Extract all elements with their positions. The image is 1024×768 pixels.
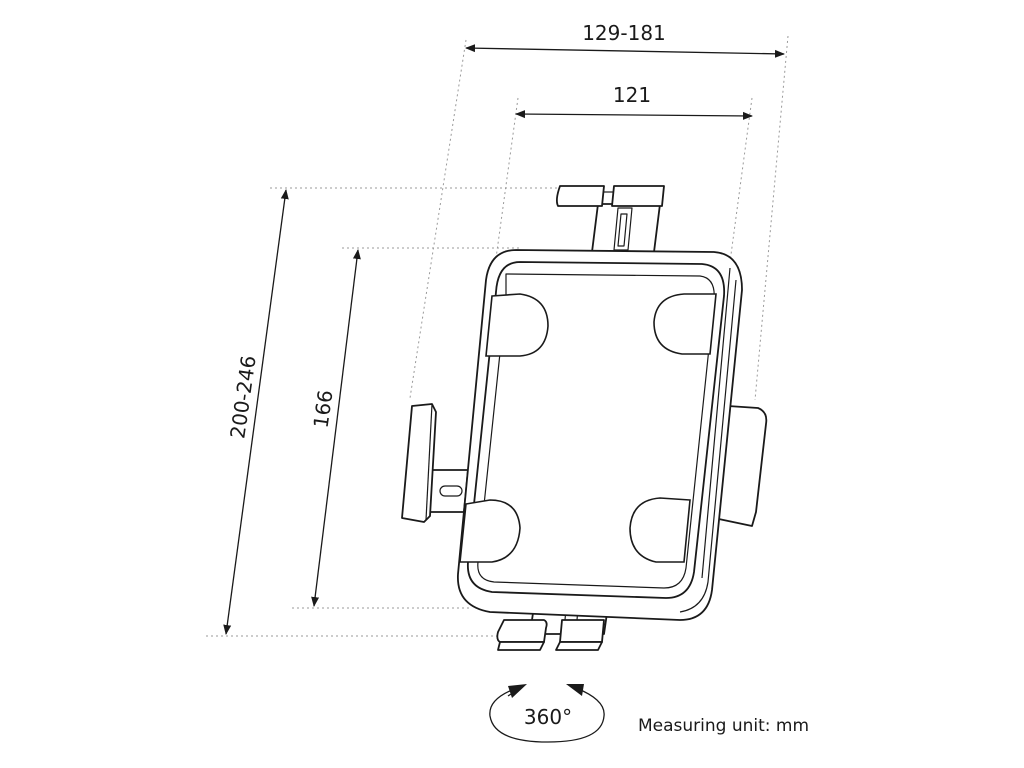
extension-lines xyxy=(206,35,789,637)
dimension-inner-height: 166 xyxy=(309,249,361,607)
unit-note: Measuring unit: mm xyxy=(638,716,809,736)
dimension-outer-height: 200-246 xyxy=(223,189,289,635)
top-clamp xyxy=(555,185,665,253)
rotation-label: 360° xyxy=(524,705,572,729)
dimension-inner-width: 121 xyxy=(515,83,753,120)
bottom-clamp xyxy=(496,605,609,651)
tablet-holder xyxy=(401,185,768,651)
left-side-clamp xyxy=(401,403,469,523)
outer-height-label: 200-246 xyxy=(225,354,260,440)
inner-width-label: 121 xyxy=(613,83,651,107)
inner-height-label: 166 xyxy=(309,388,338,429)
rotation-arrow-right-icon xyxy=(566,684,584,696)
corner-pads xyxy=(459,293,717,563)
rotation-indicator: 360° xyxy=(489,684,605,743)
rotation-arrow-left-icon xyxy=(508,684,527,698)
dimension-outer-width: 129-181 xyxy=(465,21,785,58)
outer-width-label: 129-181 xyxy=(582,21,666,45)
